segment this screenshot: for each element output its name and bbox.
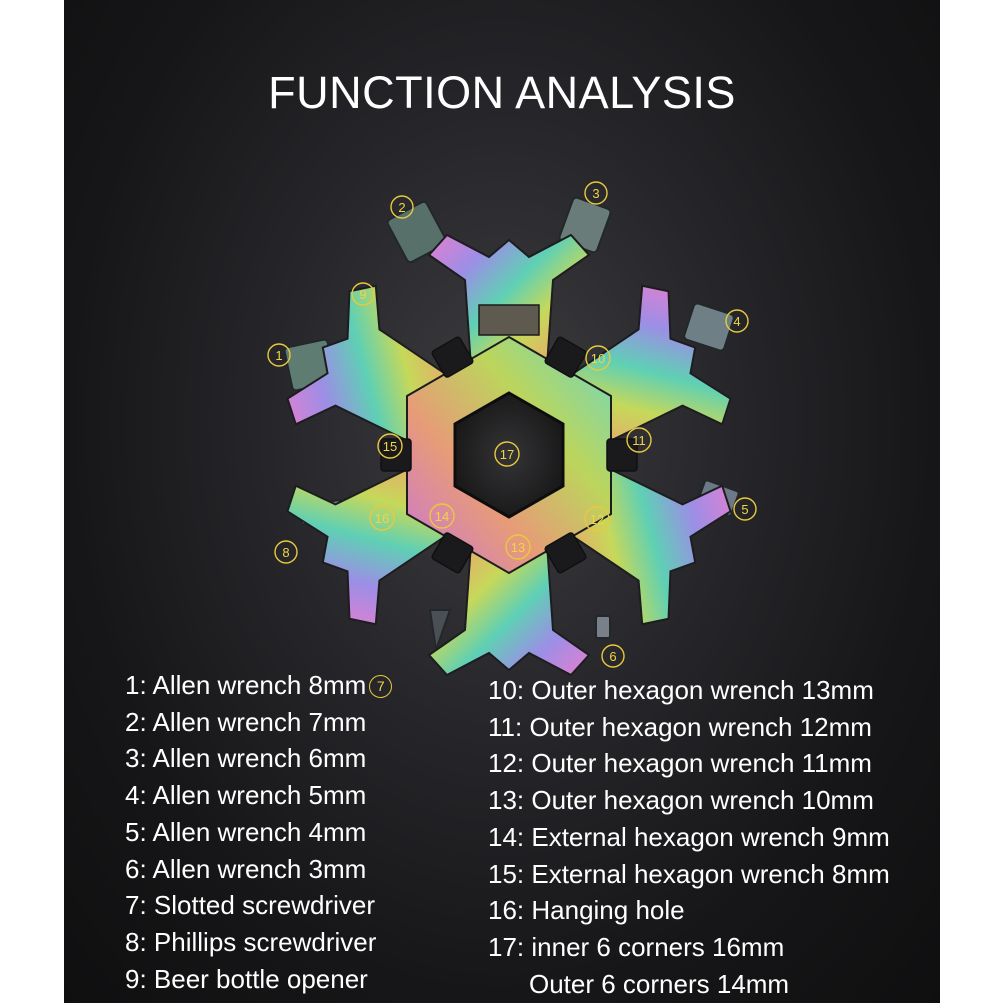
legend-item-5: 5: Allen wrench 4mm <box>125 816 367 847</box>
svg-text:3: 3 <box>592 186 599 201</box>
callout-6: 6 <box>601 644 625 668</box>
dark-panel: FUNCTION ANALYSIS <box>64 0 940 1003</box>
callout-13: 13 <box>505 534 531 560</box>
svg-text:11: 11 <box>632 433 646 448</box>
legend-item-7: 7: Slotted screwdriver <box>125 890 375 921</box>
page-title: FUNCTION ANALYSIS <box>268 67 736 118</box>
svg-text:4: 4 <box>733 314 740 329</box>
legend-item-3: 3: Allen wrench 6mm <box>125 743 367 774</box>
svg-text:14: 14 <box>435 509 449 524</box>
callout-10: 10 <box>585 345 611 371</box>
callout-16: 16 <box>369 505 395 531</box>
legend-item-16: 16: Hanging hole <box>488 895 685 926</box>
callout-5: 5 <box>733 497 757 521</box>
legend-item-12: 12: Outer hexagon wrench 11mm <box>488 748 872 779</box>
legend-item-2: 2: Allen wrench 7mm <box>125 706 367 737</box>
callout-3: 3 <box>584 181 608 205</box>
legend-item-15: 15: External hexagon wrench 8mm <box>488 858 890 889</box>
legend-item-17: 17: inner 6 corners 16mm <box>488 931 785 962</box>
callout-11: 11 <box>626 427 652 453</box>
svg-text:8: 8 <box>282 545 289 560</box>
callout-7-badge: 7 <box>369 675 393 698</box>
legend-item-14: 14: External hexagon wrench 9mm <box>488 821 890 852</box>
svg-text:2: 2 <box>398 200 405 215</box>
snowflake-body <box>286 233 732 677</box>
center-hexagon-hole <box>453 391 565 519</box>
callout-4: 4 <box>725 309 749 333</box>
legend-item-9: 9: Beer bottle opener <box>125 963 368 994</box>
svg-text:10: 10 <box>591 351 605 366</box>
svg-text:6: 6 <box>609 649 616 664</box>
svg-text:17: 17 <box>500 447 514 462</box>
callout-8: 8 <box>274 540 298 564</box>
callout-1: 1 <box>267 343 291 367</box>
callout-2: 2 <box>390 195 414 219</box>
svg-text:12: 12 <box>590 512 604 527</box>
legend-item-13: 13: Outer hexagon wrench 10mm <box>488 785 874 816</box>
legend-item-8: 8: Phillips screwdriver <box>125 926 377 957</box>
legend-item-4: 4: Allen wrench 5mm <box>125 780 367 811</box>
callout-15: 15 <box>377 433 403 459</box>
svg-text:13: 13 <box>511 540 525 555</box>
callout-9: 9 <box>351 282 375 306</box>
snowflake-multitool-illustration: 1 2 3 4 5 6 8 9 10 11 12 13 14 15 16 17 <box>267 181 757 677</box>
legend-item-6: 6: Allen wrench 3mm <box>125 853 367 884</box>
legend-right: 10: Outer hexagon wrench 13mm 11: Outer … <box>488 672 890 1002</box>
svg-text:5: 5 <box>741 502 748 517</box>
legend-item-11: 11: Outer hexagon wrench 12mm <box>488 711 872 742</box>
legend-item-10: 10: Outer hexagon wrench 13mm <box>488 675 874 705</box>
legend-item-17-outer: Outer 6 corners 14mm <box>529 968 790 999</box>
svg-text:16: 16 <box>375 511 389 526</box>
svg-text:9: 9 <box>359 287 366 302</box>
callout-17: 17 <box>494 441 520 467</box>
callout-12: 12 <box>584 506 610 532</box>
svg-text:1: 1 <box>275 348 282 363</box>
svg-text:15: 15 <box>383 439 397 454</box>
callout-14: 14 <box>429 503 455 529</box>
